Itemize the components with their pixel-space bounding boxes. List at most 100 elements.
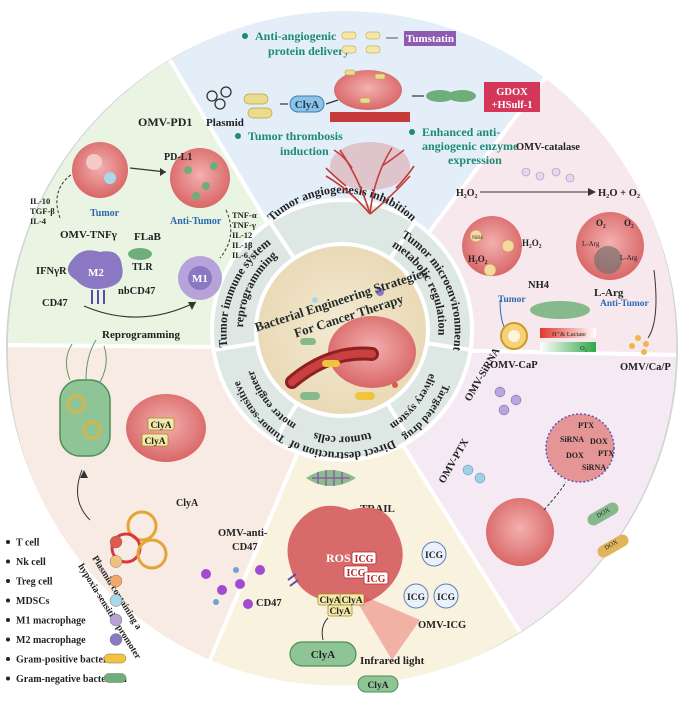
- ptx-label-1: PTX: [578, 421, 594, 430]
- center-illustration: [285, 288, 416, 400]
- legend-label: Gram-positive bacterium: [16, 655, 125, 666]
- plasmid-icons: [206, 86, 232, 110]
- nbcd47-label: nbCD47: [118, 286, 155, 297]
- ptx-label-2: PTX: [598, 449, 614, 458]
- legend-item: M1 macrophage: [6, 613, 123, 627]
- cyt-left-2: IL-4: [30, 216, 47, 226]
- omv-catalase-label: OMV-catalase: [516, 142, 580, 153]
- omv-icg-label: OMV-ICG: [418, 620, 466, 631]
- legend-bullet: [6, 598, 10, 603]
- h2o2-mid-label: H₂O₂: [522, 238, 542, 248]
- enzyme-label-3: expression: [448, 153, 502, 167]
- engineered-bacterium: [59, 379, 111, 457]
- reprogramming-label: Reprogramming: [102, 329, 181, 341]
- icg-label-1: ICG: [425, 551, 444, 561]
- clya-top-label: ClyA: [295, 99, 320, 111]
- clya-tumor-label-3: ClyA: [329, 607, 350, 617]
- enzyme-label-1: Enhanced anti-: [422, 125, 500, 139]
- clya-tumor-label-1: ClyA: [319, 596, 340, 606]
- bacterium-clya-1: [289, 641, 357, 667]
- legend-item: Treg cell: [6, 574, 123, 588]
- legend-bullet: [6, 540, 10, 544]
- gdox-badge: [484, 82, 540, 112]
- omv-pd1-label: OMV-PD1: [138, 115, 192, 129]
- clya-plasmid-label: ClyA: [176, 498, 199, 509]
- pd-l1-label: PD-L1: [164, 152, 192, 163]
- m1-label: M1: [192, 273, 208, 285]
- legend-label: M2 macrophage: [16, 635, 86, 646]
- plasmid-label: Plasmid: [206, 117, 244, 129]
- legend-label: T cell: [16, 538, 40, 549]
- cyt-left-0: IL-10: [30, 196, 50, 206]
- dox-label-2: DOX: [566, 451, 584, 460]
- legend-label: Gram-negative bacterium: [16, 674, 127, 685]
- icg-tumor-label-2: ICG: [347, 568, 366, 579]
- legend-bullet: [6, 618, 10, 622]
- icg-tumor-label-1: ICG: [355, 554, 374, 565]
- cyt-right-4: IL-6: [232, 250, 248, 260]
- omv-tnf-label: OMV-TNFγ: [60, 229, 117, 241]
- clya-tumor-left-2: ClyA: [144, 437, 165, 447]
- h2o2-left-label: H₂O₂: [468, 254, 488, 264]
- legend-swatch: [103, 653, 127, 664]
- omv-ca-p-label: OMV/Ca/P: [620, 362, 671, 373]
- legend-label: MDSCs: [16, 596, 49, 607]
- immune-tumor-label: Tumor: [90, 208, 120, 219]
- section-microenv: OMV-catalase H₂O₂ H₂O + O₂ NH4 H₂O₂ H₂O₂…: [456, 142, 671, 373]
- legend-item: T cell: [6, 535, 123, 549]
- o2-label-1: O₂: [596, 218, 606, 228]
- legend-item: M2 macrophage: [6, 633, 123, 646]
- clya-top-badge: [289, 95, 325, 113]
- omv-icg-particles: [403, 541, 459, 609]
- legend-swatch: [109, 535, 123, 549]
- bacterium-clya-2: [357, 675, 399, 693]
- omv-anti-cd47-label-2: CD47: [232, 542, 258, 553]
- legend-bullet: [6, 559, 10, 564]
- section-immune: OMV-PD1 PD-L1 Tumor Anti-Tumor IL-10 TGF…: [30, 115, 257, 341]
- dox-label-1: DOX: [590, 437, 608, 446]
- anti-angio-label-1: Anti-angiogenic: [255, 29, 337, 43]
- clya-tumor-label-2: ClyA: [341, 596, 362, 606]
- legend-item: Gram-negative bacterium: [6, 673, 127, 685]
- h2o2-top-label: H₂O₂: [456, 188, 478, 199]
- cyt-right-3: IL-1β: [232, 240, 253, 250]
- thrombosis-label-1: Tumor thrombosis: [248, 129, 343, 143]
- legend-swatch: [109, 555, 123, 568]
- microenv-tumor-label: Tumor: [498, 295, 526, 305]
- o2-bar-label: O₂: [580, 345, 587, 352]
- legend-label: M1 macrophage: [16, 616, 86, 627]
- legend-item: Nk cell: [6, 555, 123, 568]
- omv-cap-label: OMV-CaP: [490, 360, 538, 371]
- vessel-tumor: [334, 70, 402, 110]
- anti-angio-label-2: protein delivery: [268, 44, 349, 58]
- icg-label-2: ICG: [407, 593, 426, 603]
- blood-vessel-network: [325, 147, 415, 215]
- nh4-icon-label-1: NH4: [472, 235, 483, 241]
- bact-clya-label-2: ClyA: [367, 681, 388, 691]
- cd47-left-label: CD47: [42, 298, 68, 309]
- flab-label: FLaB: [134, 231, 162, 243]
- thrombosis-label-2: induction: [280, 144, 329, 158]
- legend-swatch: [103, 673, 127, 683]
- legend-bullet: [6, 676, 10, 681]
- l-arg-small-1: L-Arg: [582, 240, 600, 248]
- legend-swatch: [109, 574, 123, 588]
- infrared-label: Infrared light: [360, 655, 425, 667]
- legend-label: Nk cell: [16, 557, 46, 568]
- ring-label-direct-2: tumor cells: [311, 429, 373, 447]
- section-direct: TRAIL OMV-anti- CD47 ROS ICG ICG ICG Cly…: [201, 470, 466, 693]
- cyt-left-1: TGF-β: [30, 206, 55, 216]
- l-arg-label: L-Arg: [594, 287, 624, 299]
- l-arg-small-2: L-Arg: [620, 254, 638, 262]
- cyt-right-1: TNF-γ: [232, 220, 256, 230]
- enzyme-label-2: angiogenic enzyme: [422, 139, 519, 153]
- microenv-anti-tumor-label: Anti-Tumor: [600, 299, 650, 309]
- tlr-label: TLR: [132, 262, 153, 273]
- icg-label-3: ICG: [437, 593, 456, 603]
- tumstatin-label: Tumstatin: [406, 33, 454, 45]
- ros-label: ROS: [326, 551, 351, 565]
- m2-label: M2: [88, 267, 104, 279]
- ifngr-label: IFNγR: [36, 266, 67, 277]
